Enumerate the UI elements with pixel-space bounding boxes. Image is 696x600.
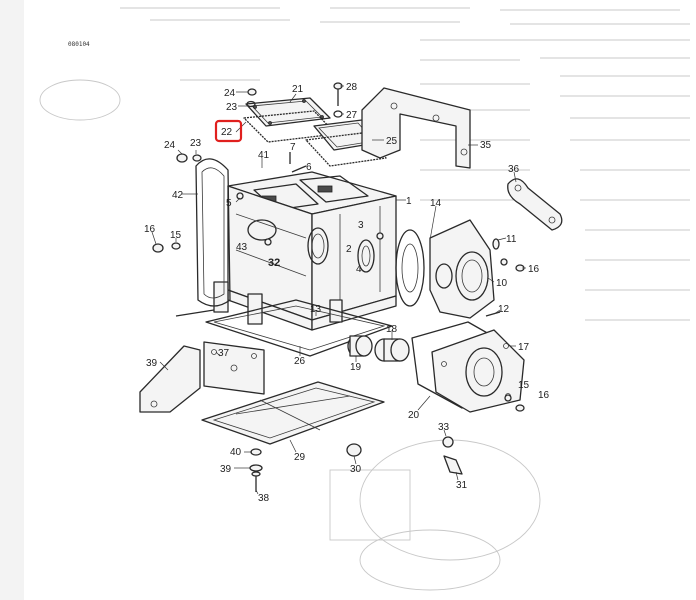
callout-26: 26 bbox=[294, 356, 306, 367]
bracket-35 bbox=[361, 87, 471, 169]
link-36 bbox=[507, 178, 563, 231]
callout-14: 14 bbox=[430, 198, 442, 209]
callout-39-bolt: 39 bbox=[220, 464, 232, 475]
bolt-28 bbox=[333, 82, 343, 118]
callout-30: 30 bbox=[350, 464, 362, 475]
callout-37: 37 bbox=[218, 348, 230, 359]
callout-6: 6 bbox=[306, 162, 312, 173]
highlighted-callout-22[interactable]: 22 bbox=[214, 119, 243, 143]
callout-16-left: 16 bbox=[144, 224, 156, 235]
sheet-code: 080104 bbox=[68, 41, 90, 48]
callout-15-left: 15 bbox=[170, 230, 182, 241]
callout-32: 32 bbox=[268, 257, 280, 269]
callout-24-top: 24 bbox=[224, 88, 236, 99]
callout-39-bracket: 39 bbox=[146, 358, 158, 369]
oil-pan-29 bbox=[201, 381, 385, 445]
bearing-18 bbox=[374, 338, 410, 362]
gasket-14 bbox=[395, 229, 425, 307]
bleed-through bbox=[39, 7, 690, 591]
callout-27: 27 bbox=[346, 110, 358, 121]
callout-7: 7 bbox=[290, 142, 296, 153]
bottom-gasket-26 bbox=[205, 299, 393, 357]
callout-24-left: 24 bbox=[164, 140, 176, 151]
cover-plate-21 bbox=[245, 97, 331, 127]
callout-2: 2 bbox=[346, 244, 352, 255]
callout-17: 17 bbox=[518, 342, 530, 353]
callout-21: 21 bbox=[292, 84, 304, 95]
callout-41: 41 bbox=[258, 150, 270, 161]
callout-15-right: 15 bbox=[518, 380, 530, 391]
callout-31: 31 bbox=[456, 480, 468, 491]
callout-16-lower: 16 bbox=[538, 390, 550, 401]
callout-38: 38 bbox=[258, 493, 270, 504]
callout-23-left: 23 bbox=[190, 138, 202, 149]
callout-10: 10 bbox=[496, 278, 508, 289]
bracket-39 bbox=[139, 345, 201, 413]
side-gasket-42 bbox=[195, 158, 231, 307]
leader-lines bbox=[151, 85, 526, 495]
callout-4: 4 bbox=[356, 264, 362, 275]
callout-labels: 24 23 21 28 27 25 35 24 23 41 7 6 42 5 3… bbox=[144, 82, 550, 504]
callout-36: 36 bbox=[508, 164, 520, 175]
callout-18: 18 bbox=[386, 324, 398, 335]
callout-19: 19 bbox=[350, 362, 362, 373]
callout-35: 35 bbox=[480, 140, 492, 151]
bearing-housing-10 bbox=[429, 219, 495, 319]
callout-33: 33 bbox=[438, 422, 450, 433]
small-fasteners bbox=[152, 152, 525, 492]
callout-22: 22 bbox=[221, 127, 233, 138]
callout-28: 28 bbox=[346, 82, 358, 93]
gearbox-housing bbox=[213, 171, 397, 331]
callout-23-top: 23 bbox=[226, 102, 238, 113]
callout-12: 12 bbox=[498, 304, 510, 315]
bearing-19 bbox=[347, 335, 373, 357]
callout-3: 3 bbox=[358, 220, 364, 231]
bracket-37 bbox=[203, 341, 265, 395]
callout-11: 11 bbox=[506, 234, 517, 245]
callout-20: 20 bbox=[408, 410, 420, 421]
highlight-box bbox=[214, 119, 243, 143]
callout-16-right: 16 bbox=[528, 264, 540, 275]
callout-40: 40 bbox=[230, 447, 242, 458]
callout-1: 1 bbox=[406, 196, 412, 207]
callout-43: 43 bbox=[236, 242, 248, 253]
callout-5: 5 bbox=[226, 198, 232, 209]
callout-42: 42 bbox=[172, 190, 184, 201]
callout-13: 13 bbox=[310, 304, 322, 315]
callout-29: 29 bbox=[294, 452, 306, 463]
callout-25: 25 bbox=[386, 136, 398, 147]
